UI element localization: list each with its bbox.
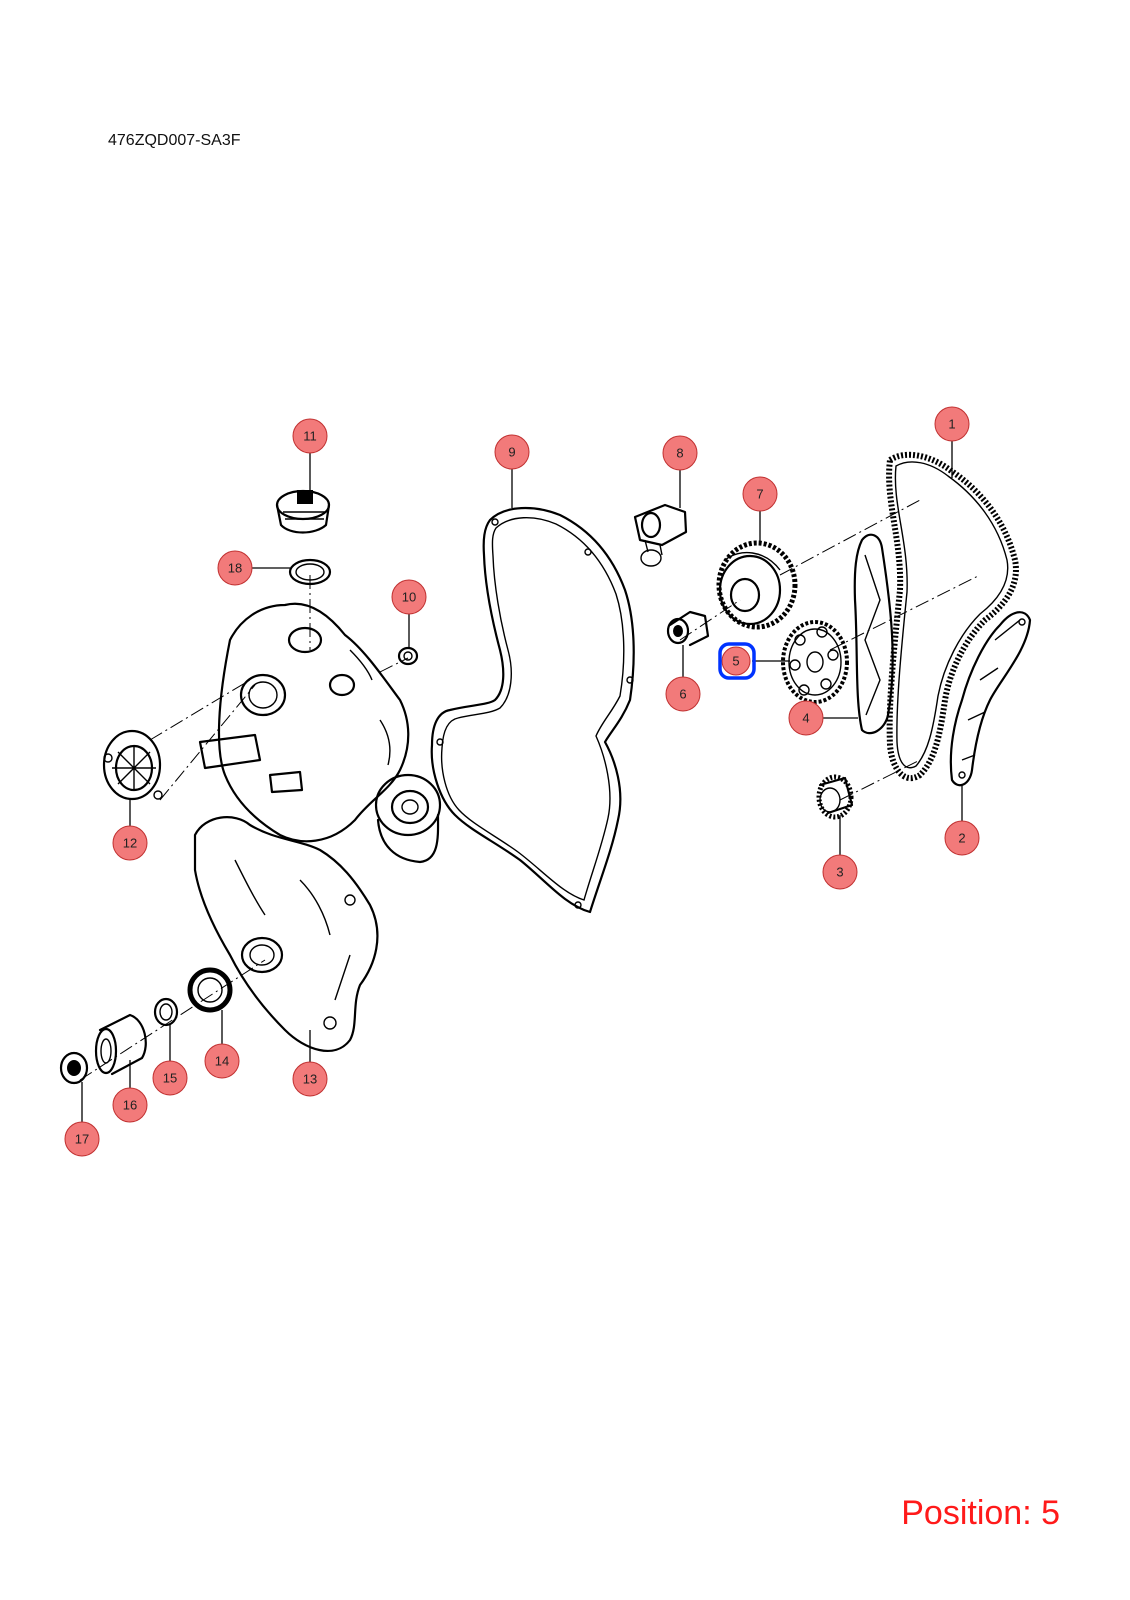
callout-3-label: 3 (836, 865, 843, 880)
callout-4-label: 4 (802, 711, 809, 726)
callout-1-label: 1 (948, 417, 955, 432)
callout-3-bubble (822, 854, 858, 890)
callout-9-bubble (494, 434, 530, 470)
callout-10-bubble (391, 579, 427, 615)
callout-4[interactable]: 4 (788, 700, 824, 736)
part-tensioner-rail-2[interactable] (949, 611, 1032, 787)
callout-17-bubble (64, 1121, 100, 1157)
callout-1[interactable]: 1 (934, 406, 970, 442)
callout-6-label: 6 (679, 687, 686, 702)
callout-3[interactable]: 3 (822, 854, 858, 890)
part-tensioner-8[interactable] (633, 503, 688, 567)
callout-18[interactable]: 18 (217, 550, 253, 586)
callout-1-bubble (934, 406, 970, 442)
callout-14[interactable]: 14 (204, 1043, 240, 1079)
callout-16-label: 16 (123, 1098, 137, 1113)
part-oil-filler-cap[interactable] (275, 489, 331, 534)
leader-lines (81, 440, 963, 1122)
callout-10[interactable]: 10 (391, 579, 427, 615)
part-washer-10[interactable] (397, 646, 419, 666)
callout-18-bubble (217, 550, 253, 586)
part-cam-bolt-6[interactable] (666, 610, 710, 647)
callout-16[interactable]: 16 (112, 1087, 148, 1123)
callout-13[interactable]: 13 (292, 1061, 328, 1097)
callout-11[interactable]: 11 (292, 418, 328, 454)
callout-9-label: 9 (508, 445, 515, 460)
callout-9[interactable]: 9 (494, 434, 530, 470)
callout-7-bubble (742, 476, 778, 512)
callout-8-bubble (662, 435, 698, 471)
callout-8-label: 8 (676, 446, 683, 461)
callout-2-bubble (944, 820, 980, 856)
callout-12[interactable]: 12 (112, 825, 148, 861)
part-timing-cover-lower[interactable] (193, 816, 379, 1052)
callout-14-label: 14 (215, 1054, 229, 1069)
callout-6[interactable]: 6 (665, 676, 701, 712)
callout-8[interactable]: 8 (662, 435, 698, 471)
callout-6-bubble (665, 676, 701, 712)
callout-12-bubble (112, 825, 148, 861)
part-ring-15[interactable] (153, 997, 179, 1027)
part-oil-pump-12[interactable] (102, 729, 163, 801)
callout-15[interactable]: 15 (152, 1060, 188, 1096)
part-washer-17[interactable] (59, 1051, 89, 1085)
callout-16-bubble (112, 1087, 148, 1123)
position-readout: Position: 5 (901, 1494, 1060, 1532)
part-chain-guide-4[interactable] (853, 533, 894, 735)
part-gasket-9[interactable] (430, 506, 635, 914)
callout-18-label: 18 (228, 561, 242, 576)
callout-15-bubble (152, 1060, 188, 1096)
callout-2[interactable]: 2 (944, 820, 980, 856)
callout-10-label: 10 (402, 590, 416, 605)
part-exhaust-sprocket-5[interactable] (781, 620, 849, 704)
diagram-code: 476ZQD007-SA3F (108, 132, 241, 149)
callout-5-label: 5 (732, 654, 739, 669)
part-sleeve-16[interactable] (94, 1013, 147, 1076)
part-crank-seal-14[interactable] (187, 967, 233, 1013)
part-filter-housing (374, 773, 442, 864)
callout-13-label: 13 (303, 1072, 317, 1087)
callout-2-label: 2 (958, 831, 965, 846)
callout-5[interactable]: 5 (721, 646, 751, 676)
part-timing-chain-1[interactable] (886, 451, 1019, 782)
callout-4-bubble (788, 700, 824, 736)
part-oring-18[interactable] (288, 558, 332, 586)
assembly-axes (79, 499, 981, 1081)
callout-7-label: 7 (756, 487, 763, 502)
callout-12-label: 12 (123, 836, 137, 851)
callout-14-bubble (204, 1043, 240, 1079)
callout-11-label: 11 (303, 429, 317, 444)
callout-13-bubble (292, 1061, 328, 1097)
selected-position-ring (718, 642, 756, 680)
callout-7[interactable]: 7 (742, 476, 778, 512)
callout-11-bubble (292, 418, 328, 454)
callout-17-label: 17 (75, 1132, 89, 1147)
callout-17[interactable]: 17 (64, 1121, 100, 1157)
part-vvt-sprocket-7[interactable] (716, 540, 798, 630)
part-crank-sprocket-3[interactable] (816, 774, 854, 820)
callout-5-bubble (721, 646, 751, 676)
callout-15-label: 15 (163, 1071, 177, 1086)
